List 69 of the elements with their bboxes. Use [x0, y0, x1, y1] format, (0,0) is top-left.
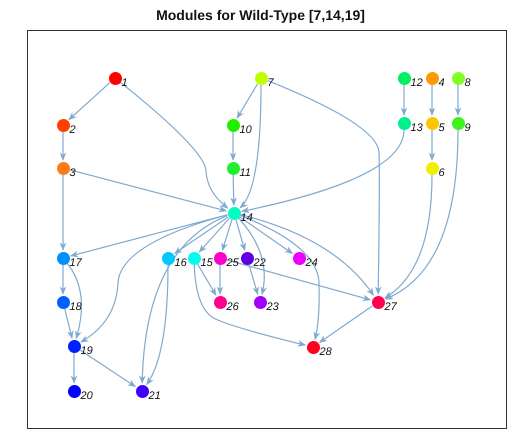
- node-note: 19: [80, 344, 93, 356]
- arrow: [120, 82, 228, 209]
- arrow: [66, 263, 82, 340]
- arrow: [240, 214, 374, 296]
- arrow: [454, 85, 462, 116]
- chart-title: Modules for Wild-Type [7,14,19]: [155, 7, 366, 23]
- node-note: 10: [240, 124, 252, 136]
- arrow: [80, 349, 136, 388]
- node-note: 17: [70, 256, 82, 268]
- node-note: 24: [306, 256, 318, 268]
- arrow: [230, 132, 236, 161]
- arrow: [60, 265, 66, 295]
- node-note: 20: [80, 390, 93, 402]
- arrow: [248, 264, 259, 296]
- node-note: 8: [464, 76, 471, 88]
- node-note: 27: [384, 300, 397, 312]
- arrow: [68, 82, 110, 120]
- node-note: 4: [438, 76, 445, 88]
- arrow: [238, 218, 267, 296]
- node-note: 9: [464, 122, 471, 134]
- arrow: [230, 174, 238, 206]
- node-note: 16: [174, 256, 187, 268]
- node-note: 28: [320, 346, 332, 358]
- node-note: 18: [70, 300, 82, 312]
- arrow: [384, 174, 433, 298]
- node-note: 12: [410, 76, 423, 88]
- node-note: 14: [240, 212, 253, 224]
- arrow: [428, 130, 436, 161]
- arrow: [240, 85, 262, 208]
- node-note: 22: [254, 256, 266, 268]
- node-note: 15: [200, 256, 213, 268]
- arrow: [60, 132, 66, 161]
- arrow: [70, 214, 228, 258]
- arrow: [64, 308, 74, 340]
- node-note: 23: [266, 300, 279, 312]
- node-note: 5: [438, 122, 445, 134]
- node-note: 21: [148, 390, 161, 402]
- arrow: [197, 264, 216, 296]
- arrow: [236, 84, 258, 119]
- arrow: [139, 215, 228, 384]
- node-note: 25: [226, 256, 239, 268]
- arrow: [267, 80, 382, 295]
- arrow: [384, 130, 459, 300]
- node-note: 11: [240, 166, 251, 178]
- arrow: [198, 218, 230, 253]
- arrow: [70, 169, 228, 212]
- arrow: [226, 259, 372, 302]
- arrow: [235, 220, 246, 252]
- arrow: [70, 353, 78, 384]
- node-note: 26: [226, 300, 239, 312]
- node-note: 7: [268, 76, 274, 88]
- arrow: [194, 264, 306, 347]
- node-note: 6: [438, 166, 445, 178]
- arrow: [174, 216, 229, 254]
- arrow: [400, 85, 408, 116]
- arrow: [240, 215, 320, 340]
- arrow: [318, 306, 373, 343]
- arrow: [80, 214, 228, 343]
- node-note: 2: [70, 124, 76, 136]
- node-note: 1: [122, 76, 128, 88]
- arrow: [221, 220, 232, 252]
- arrow: [239, 216, 294, 254]
- arrow: [241, 130, 405, 214]
- node-note: 3: [70, 166, 76, 178]
- arrow: [146, 265, 169, 386]
- arrow: [216, 265, 224, 295]
- arrow: [428, 85, 436, 116]
- node-note: 13: [410, 122, 423, 134]
- arrow: [60, 175, 66, 251]
